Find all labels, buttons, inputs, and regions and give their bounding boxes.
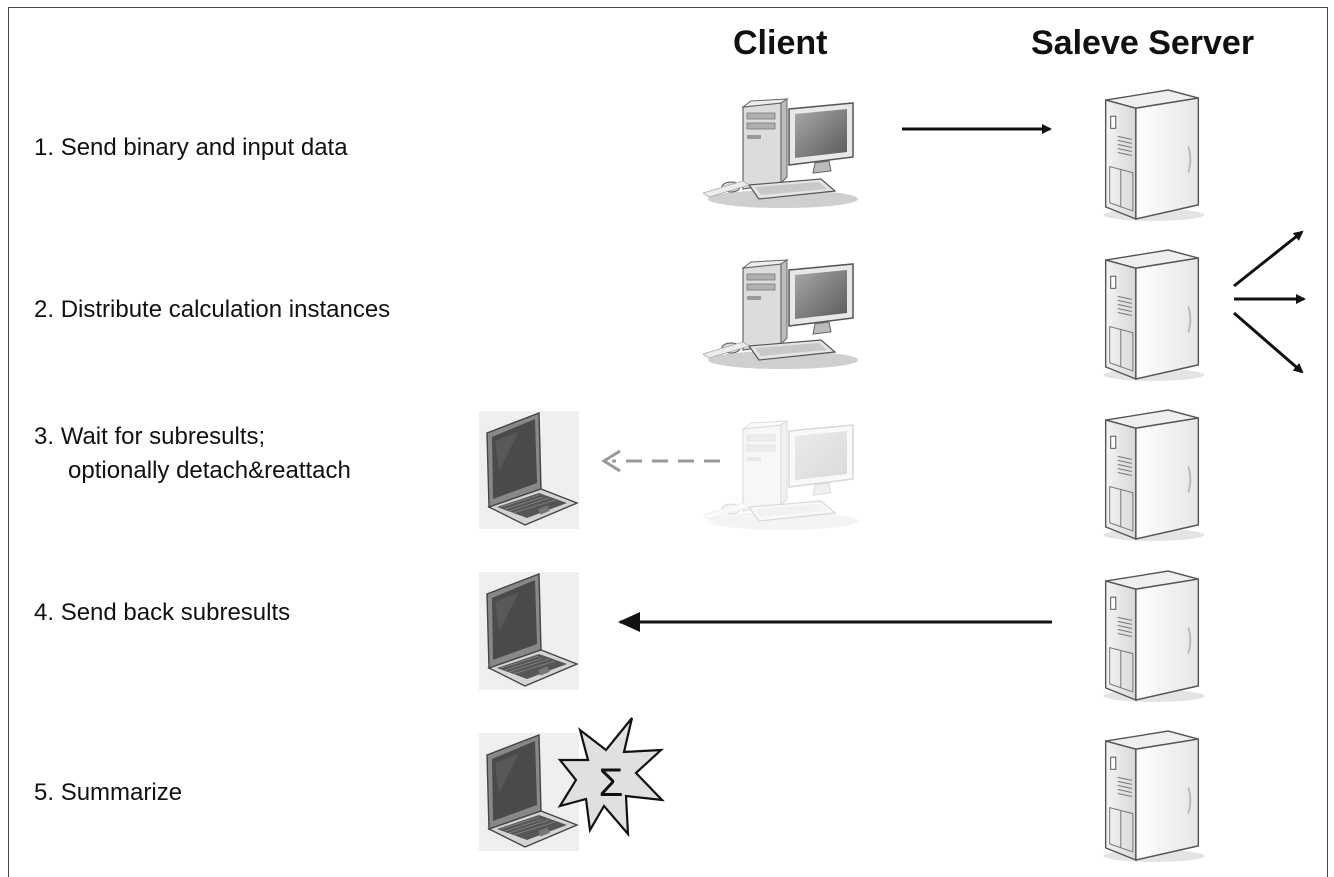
sigma-burst-icon: Σ — [557, 717, 665, 838]
client-workstation-icon — [703, 259, 859, 370]
client-laptop-icon — [479, 572, 579, 690]
diagram-frame — [8, 7, 1328, 877]
step-1-number: 1. — [34, 134, 55, 161]
server-icon — [1102, 89, 1206, 222]
step-2-label: 2. Distribute calculation instances — [34, 293, 390, 327]
summary-sigma: Σ — [599, 761, 624, 805]
step-5-number: 5. — [34, 779, 55, 806]
step-3-text-line-1: Wait for subresults; — [60, 423, 266, 450]
client-laptop-icon — [479, 411, 579, 529]
server-icon — [1102, 730, 1206, 863]
server-icon — [1102, 570, 1206, 703]
step-1-text: Send binary and input data — [60, 134, 348, 161]
step-3-label: 3. Wait for subresults; optionally detac… — [34, 420, 351, 488]
client-workstation-icon — [703, 98, 859, 209]
distribute-arrow-up — [1233, 230, 1304, 288]
distribute-arrow-down — [1233, 311, 1304, 374]
step-2-text: Distribute calculation instances — [60, 296, 391, 323]
detached-workstation-icon — [703, 420, 859, 531]
server-icon — [1102, 409, 1206, 542]
server-column-header: Saleve Server — [1031, 24, 1255, 62]
step-3-number: 3. — [34, 423, 55, 450]
server-icon — [1102, 249, 1206, 382]
step-5-label: 5. Summarize — [34, 776, 182, 810]
step-5-text: Summarize — [60, 779, 183, 806]
step-2-number: 2. — [34, 296, 55, 323]
step-1-label: 1. Send binary and input data — [34, 131, 348, 165]
client-column-header: Client — [733, 24, 828, 62]
detach-dashed-arrow — [601, 449, 720, 473]
step-4-label: 4. Send back subresults — [34, 596, 290, 630]
step-4-number: 4. — [34, 599, 55, 626]
client-laptop-icon — [479, 733, 579, 851]
step-3-text-line-2: optionally detach&reattach — [68, 457, 351, 484]
step-4-text: Send back subresults — [60, 599, 291, 626]
